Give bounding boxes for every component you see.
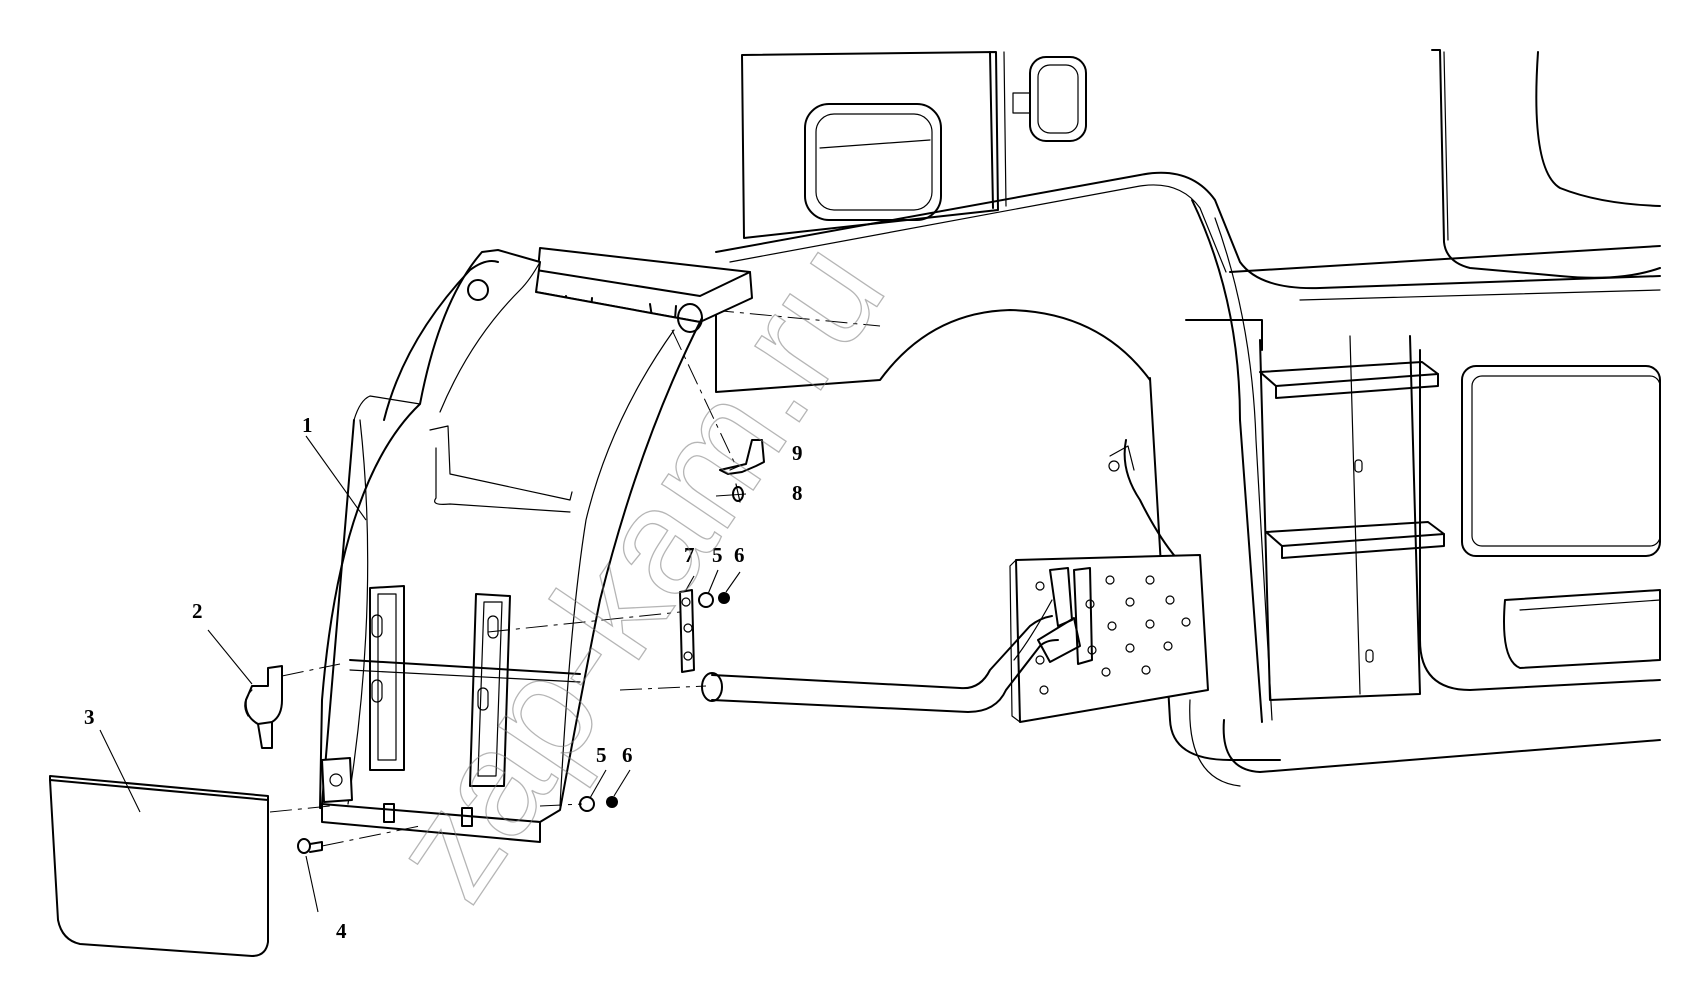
callout-7: 7 (684, 543, 695, 567)
callout-4: 4 (336, 919, 347, 943)
callout-6-upper: 6 (734, 543, 745, 567)
cab-and-chassis (711, 49, 1661, 787)
callout-3: 3 (84, 705, 95, 729)
callout-6-lower: 6 (622, 743, 633, 767)
frame-mounting-plate (1009, 554, 1209, 723)
washer-nut-upper (698, 592, 730, 608)
callout-1: 1 (302, 413, 313, 437)
support-tube (701, 615, 1059, 713)
leader-lines (99, 435, 747, 913)
clip-part-9 (719, 439, 765, 475)
mud-flap-part-3 (49, 775, 269, 957)
bracket-part-7 (679, 589, 695, 673)
callout-5-upper: 5 (712, 543, 723, 567)
callout-5-lower: 5 (596, 743, 607, 767)
assembly-lines (269, 329, 737, 847)
callout-8: 8 (792, 481, 803, 505)
callout-2: 2 (192, 599, 203, 623)
callout-9: 9 (792, 441, 803, 465)
clamp-part-2 (244, 665, 283, 749)
bolt-part-4 (297, 838, 323, 854)
washer-nut-lower (579, 796, 618, 812)
callout-labels: 1 2 3 4 5 6 7 5 6 8 9 (84, 413, 803, 943)
fender-part-1 (319, 247, 753, 843)
